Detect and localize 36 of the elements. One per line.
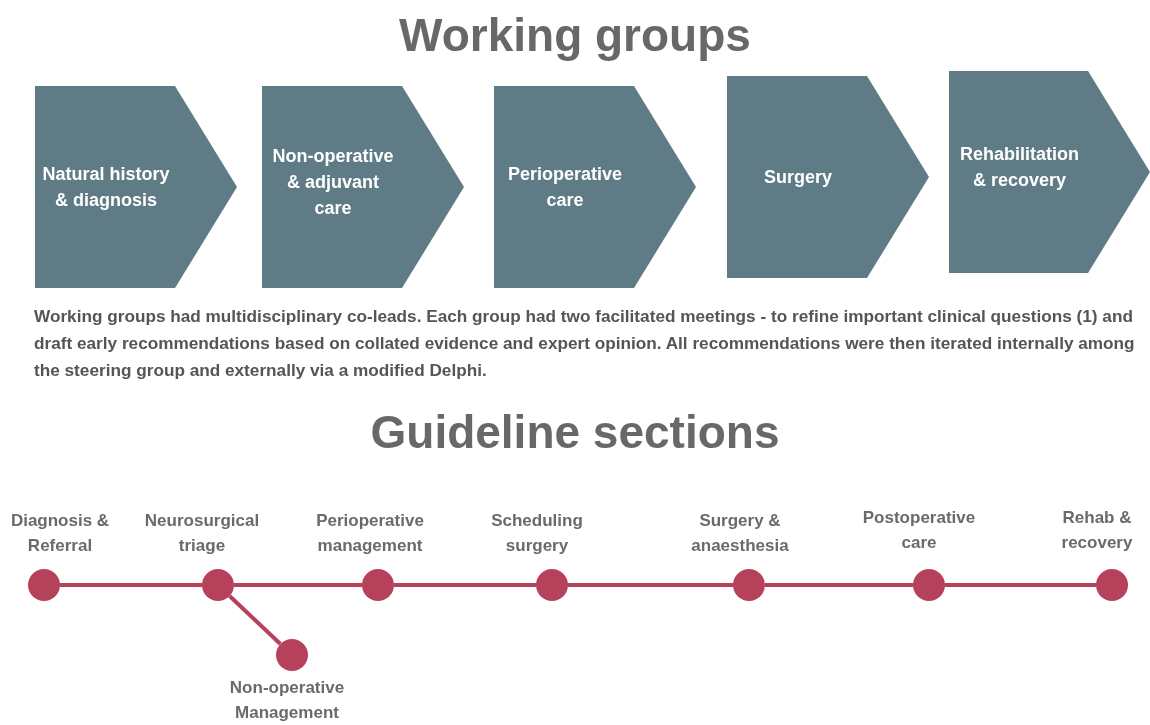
- connector-line: [234, 583, 362, 587]
- chevron-label: Non-operative & adjuvant care: [271, 144, 395, 221]
- section-label: Diagnosis & Referral: [9, 510, 111, 557]
- connector-line: [945, 583, 1096, 587]
- timeline-dot: [913, 569, 945, 601]
- timeline-dot: [28, 569, 60, 601]
- section-label: Surgery & anaesthesia: [690, 510, 790, 557]
- timeline-dot: [362, 569, 394, 601]
- timeline-dot: [536, 569, 568, 601]
- chevron-shape: [35, 86, 237, 288]
- section-label: Rehab & recovery: [1060, 507, 1134, 554]
- title: Working groups: [398, 8, 752, 62]
- connector-line: [765, 583, 913, 587]
- connector-line: [60, 583, 202, 587]
- connector-line: [568, 583, 733, 587]
- chevron-label: Perioperative care: [506, 162, 624, 212]
- chevron-shape: [949, 71, 1150, 273]
- connector-line: [228, 594, 282, 646]
- timeline-dot: [1096, 569, 1128, 601]
- section-label: Perioperative management: [315, 510, 425, 557]
- description-paragraph: Working groups had multidisciplinary co-leads. Each group had two facilitated meetings - to refine important clinical questions (1) and draft early recommendations based on collated evidence and expert opinion. All recommendations were then iterated internally among the steering group and externally via a modified Delphi.: [34, 305, 1136, 382]
- section-label: Scheduling surgery: [490, 510, 584, 557]
- timeline-dot: [276, 639, 308, 671]
- section-label: Neurosurgical triage: [143, 510, 261, 557]
- chevron-shape: [727, 76, 929, 278]
- chevron-shape: [494, 86, 696, 288]
- section-label: Non-operative Management: [228, 677, 346, 724]
- timeline-dot: [202, 569, 234, 601]
- connector-line: [394, 583, 536, 587]
- chevron-label: Surgery: [764, 165, 832, 189]
- timeline-dot: [733, 569, 765, 601]
- section-heading: Guideline sections: [369, 405, 781, 459]
- chevron-shape: [262, 86, 464, 288]
- section-label: Postoperative care: [861, 507, 977, 554]
- chevron-label: Natural history & diagnosis: [41, 162, 171, 212]
- chevron-label: Rehabilitation & recovery: [959, 142, 1080, 192]
